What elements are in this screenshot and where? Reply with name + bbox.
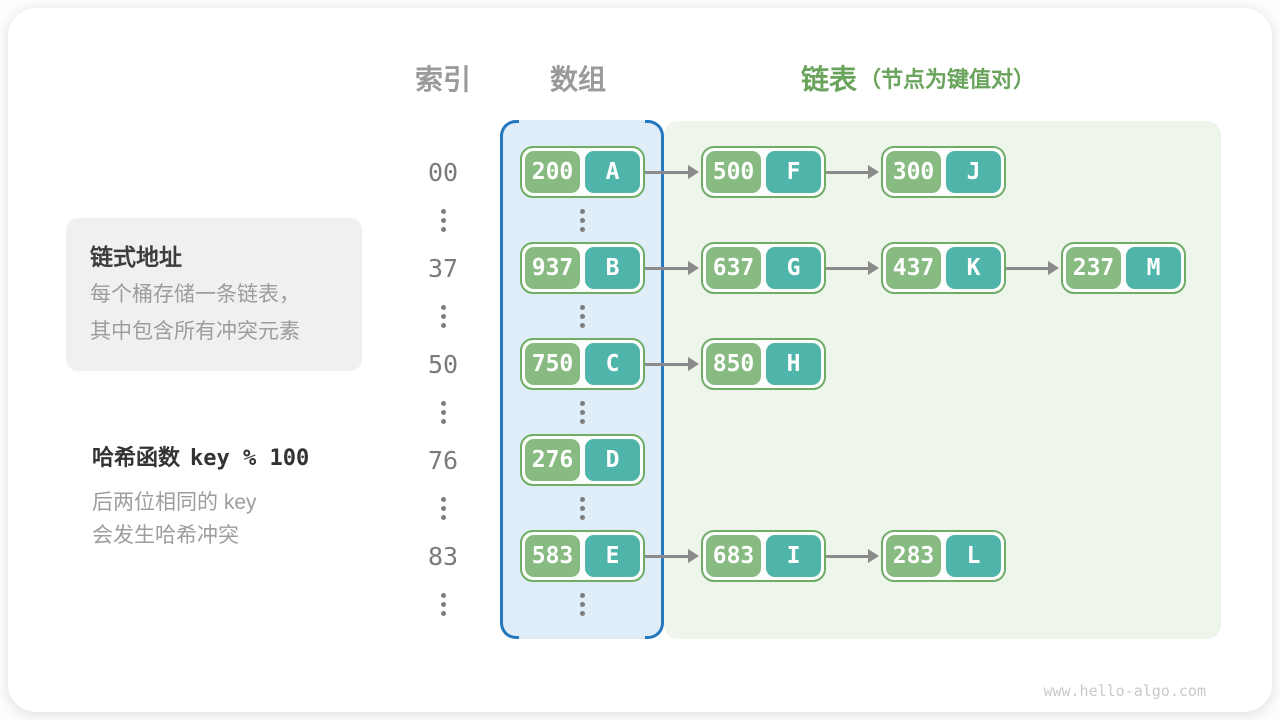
index-label: 76 bbox=[427, 445, 459, 475]
info-box-line: 每个桶存储一条链表， bbox=[90, 283, 300, 306]
linked-list-note: （节点为键值对） bbox=[859, 67, 1036, 92]
ellipsis-dots bbox=[413, 497, 473, 520]
node-value: I bbox=[766, 535, 821, 577]
node-key: 683 bbox=[706, 535, 761, 577]
node-value: M bbox=[1126, 247, 1181, 289]
hash-function-label: 哈希函数 bbox=[92, 445, 181, 470]
pointer-arrow bbox=[645, 357, 699, 372]
pointer-arrow bbox=[826, 165, 879, 180]
pointer-arrow bbox=[1006, 261, 1059, 276]
info-box-body: 每个桶存储一条链表， 其中包含所有冲突元素 bbox=[90, 276, 300, 350]
node-value: E bbox=[585, 535, 640, 577]
hash-function-formula: key % 100 bbox=[190, 446, 310, 471]
node-value: J bbox=[946, 151, 1001, 193]
pointer-arrow bbox=[826, 549, 879, 564]
node-value: L bbox=[946, 535, 1001, 577]
hash-function-note: 哈希函数 key % 100 后两位相同的 key 会发生哈希冲突 bbox=[92, 440, 309, 552]
node-value: B bbox=[585, 247, 640, 289]
node-key: 237 bbox=[1066, 247, 1121, 289]
index-label: 83 bbox=[427, 541, 459, 571]
hash-note-line: 后两位相同的 key bbox=[92, 491, 257, 514]
node-key: 937 bbox=[525, 247, 580, 289]
index-label: 00 bbox=[427, 157, 459, 187]
pointer-arrow bbox=[645, 261, 699, 276]
column-header-index: 索引 bbox=[414, 64, 471, 95]
node-value: K bbox=[946, 247, 1001, 289]
index-label: 37 bbox=[427, 253, 459, 283]
ellipsis-dots bbox=[552, 401, 612, 424]
node-key: 300 bbox=[886, 151, 941, 193]
node-value: H bbox=[766, 343, 821, 385]
ellipsis-dots bbox=[552, 209, 612, 232]
node-value: A bbox=[585, 151, 640, 193]
hash-function-title: 哈希函数 key % 100 bbox=[92, 440, 309, 472]
column-header-array: 数组 bbox=[549, 64, 606, 95]
node-key: 583 bbox=[525, 535, 580, 577]
node-key: 637 bbox=[706, 247, 761, 289]
hash-note-body: 后两位相同的 key 会发生哈希冲突 bbox=[92, 486, 309, 552]
ellipsis-dots bbox=[413, 209, 473, 232]
node-value: F bbox=[766, 151, 821, 193]
node-key: 850 bbox=[706, 343, 761, 385]
linked-list-label: 链表 bbox=[801, 64, 858, 95]
hash-note-line: 会发生哈希冲突 bbox=[92, 524, 239, 547]
ellipsis-dots bbox=[413, 401, 473, 424]
index-label: 50 bbox=[427, 349, 459, 379]
ellipsis-dots bbox=[552, 305, 612, 328]
pointer-arrow bbox=[645, 165, 699, 180]
node-value: C bbox=[585, 343, 640, 385]
ellipsis-dots bbox=[552, 497, 612, 520]
node-key: 750 bbox=[525, 343, 580, 385]
node-value: D bbox=[585, 439, 640, 481]
column-header-linked-list: 链表 （节点为键值对） bbox=[801, 60, 1101, 96]
node-key: 200 bbox=[525, 151, 580, 193]
ellipsis-dots bbox=[413, 593, 473, 616]
ellipsis-dots bbox=[413, 305, 473, 328]
ellipsis-dots bbox=[552, 593, 612, 616]
chaining-info-box: 链式地址 每个桶存储一条链表， 其中包含所有冲突元素 bbox=[66, 218, 362, 371]
node-key: 437 bbox=[886, 247, 941, 289]
node-key: 276 bbox=[525, 439, 580, 481]
pointer-arrow bbox=[645, 549, 699, 564]
info-box-line: 其中包含所有冲突元素 bbox=[90, 320, 300, 343]
node-key: 500 bbox=[706, 151, 761, 193]
node-value: G bbox=[766, 247, 821, 289]
info-box-title: 链式地址 bbox=[90, 244, 182, 270]
pointer-arrow bbox=[826, 261, 879, 276]
watermark: www.hello-algo.com bbox=[1043, 682, 1206, 700]
figure-card: 索引 数组 链表 （节点为键值对） 链式地址 每个桶存储一条链表， 其中包含所有… bbox=[8, 8, 1272, 712]
node-key: 283 bbox=[886, 535, 941, 577]
